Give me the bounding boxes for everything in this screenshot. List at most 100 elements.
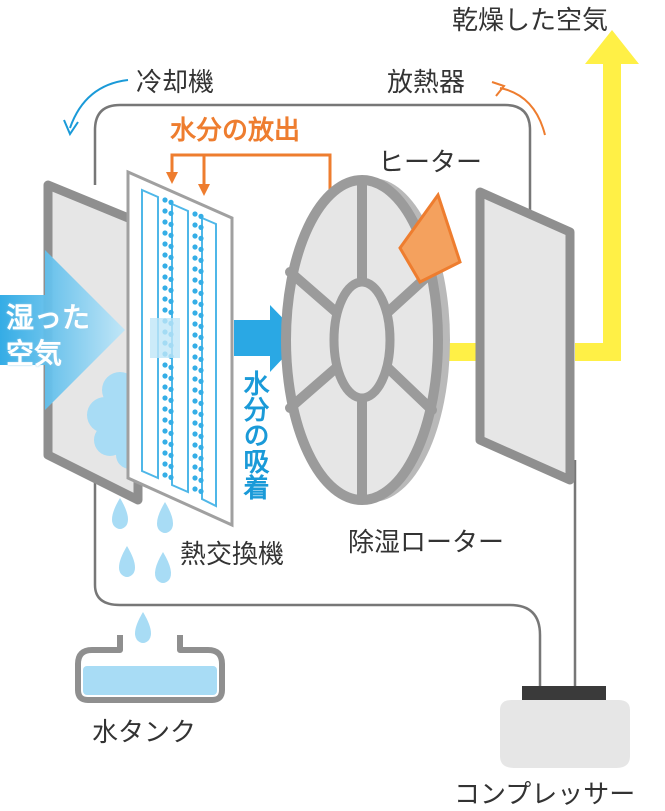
water-tank: [75, 635, 225, 703]
humid-air-label-line1: 湿った: [6, 301, 91, 334]
moisture-dot: [192, 244, 198, 250]
moisture-dot: [168, 287, 174, 293]
moisture-dot: [162, 285, 168, 291]
moisture-dot: [198, 246, 204, 252]
moisture-dot: [168, 221, 174, 227]
moisture-dot: [192, 288, 198, 294]
moisture-dot: [162, 395, 168, 401]
moisture-absorption-label: 水分の吸着: [239, 370, 269, 500]
moisture-dot: [192, 475, 198, 481]
moisture-dot: [162, 219, 168, 225]
moisture-dot: [168, 452, 174, 458]
moisture-dot: [192, 299, 198, 305]
radiator-arrowhead: [491, 81, 506, 97]
moisture-dot: [168, 210, 174, 216]
moisture-dot: [168, 386, 174, 392]
moisture-dot: [162, 230, 168, 236]
compressor-label: コンプレッサー: [454, 780, 636, 810]
moisture-dot: [162, 197, 168, 203]
moisture-dot: [192, 277, 198, 283]
moisture-dot: [192, 420, 198, 426]
compressor: [500, 686, 630, 768]
moisture-dot: [198, 466, 204, 472]
moisture-dot: [162, 296, 168, 302]
moisture-dot: [168, 243, 174, 249]
moisture-dot: [168, 419, 174, 425]
moisture-dot: [192, 354, 198, 360]
cooler-arrowhead: [63, 119, 79, 137]
moisture-dot: [192, 453, 198, 459]
moisture-dot: [192, 442, 198, 448]
moisture-dot: [162, 439, 168, 445]
moisture-dot: [162, 417, 168, 423]
moisture-dot: [198, 389, 204, 395]
moisture-dot: [192, 398, 198, 404]
moisture-dot: [162, 274, 168, 280]
refrigerant-pipe: [93, 103, 532, 215]
moisture-dot: [162, 362, 168, 368]
heat-exchanger-label: 熱交換機: [180, 540, 285, 570]
heater: [398, 191, 462, 284]
humid-air-label-line2: 空気: [6, 337, 63, 370]
moisture-dot: [198, 477, 204, 483]
moisture-dot: [168, 463, 174, 469]
moisture-dot: [168, 408, 174, 414]
moisture-dot: [162, 384, 168, 390]
moisture-dot: [162, 241, 168, 247]
cooler-label: 冷却機: [136, 68, 215, 98]
moisture-dot: [192, 321, 198, 327]
moisture-dot: [162, 373, 168, 379]
moisture-dot: [192, 431, 198, 437]
moisture-dot: [192, 409, 198, 415]
moisture-dot: [162, 450, 168, 456]
moisture-dot: [168, 265, 174, 271]
moisture-dot: [192, 486, 198, 492]
moisture-dot: [198, 356, 204, 362]
moisture-dot: [198, 257, 204, 263]
moisture-dot: [198, 400, 204, 406]
dry-air-label: 乾燥した空気: [452, 6, 609, 36]
moisture-dot: [198, 444, 204, 450]
moisture-dot: [198, 279, 204, 285]
moisture-release-label: 水分の放出: [170, 116, 301, 146]
moisture-dot: [192, 332, 198, 338]
moisture-dot: [192, 211, 198, 217]
moisture-dot: [198, 290, 204, 296]
moisture-dot: [162, 263, 168, 269]
moisture-dot: [192, 222, 198, 228]
release-arrowhead-1: [166, 172, 178, 184]
moisture-dot: [198, 312, 204, 318]
moisture-dot: [168, 254, 174, 260]
moisture-dot: [168, 199, 174, 205]
radiator-panel: [475, 187, 575, 485]
moisture-dot: [198, 301, 204, 307]
humid-air-label: 湿った 空気: [6, 300, 90, 372]
moisture-dot: [168, 474, 174, 480]
moisture-dot: [198, 378, 204, 384]
heat-exchanger-glow: [150, 318, 180, 358]
moisture-dot: [198, 268, 204, 274]
water-tank-label: 水タンク: [92, 718, 197, 748]
moisture-dot: [192, 343, 198, 349]
moisture-dot: [168, 441, 174, 447]
radiator-flow-arrow: [499, 87, 546, 136]
water-drops: [112, 498, 173, 643]
moisture-dot: [168, 375, 174, 381]
cooler-flow-arrow: [69, 79, 129, 129]
heater-label: ヒーター: [378, 148, 483, 178]
release-arrowhead-2: [198, 184, 210, 196]
moisture-dot: [198, 224, 204, 230]
moisture-dot: [198, 455, 204, 461]
dry-air-arrowhead: [585, 30, 639, 64]
moisture-dot: [168, 232, 174, 238]
moisture-dot: [198, 411, 204, 417]
moisture-dot: [192, 233, 198, 239]
moisture-dot: [198, 213, 204, 219]
moisture-dot: [168, 309, 174, 315]
humid-air-arrow: [0, 250, 125, 410]
moisture-dot: [162, 406, 168, 412]
dehumidifying-rotor-label: 除湿ローター: [348, 528, 505, 558]
refrigerant-pipe-lower: [93, 480, 542, 690]
moisture-dot: [192, 387, 198, 393]
